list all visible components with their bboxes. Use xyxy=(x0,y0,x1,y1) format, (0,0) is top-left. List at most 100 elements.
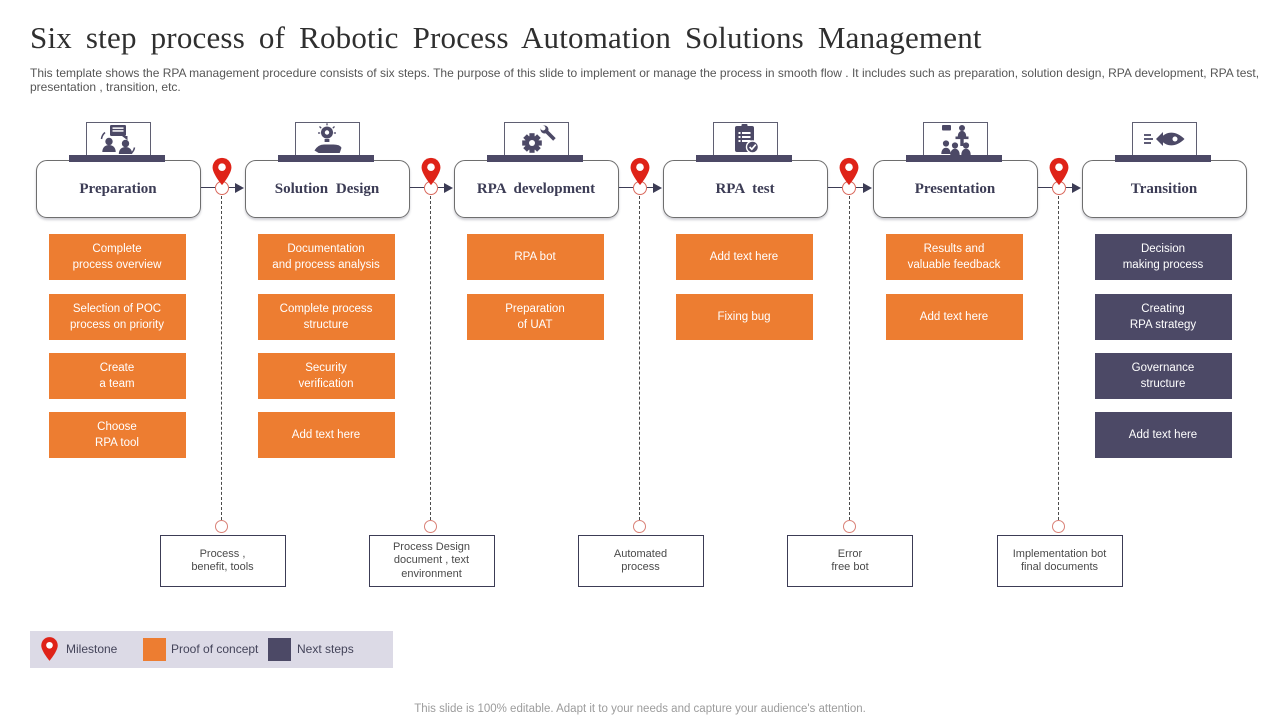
step-item-text: making process xyxy=(1122,259,1204,271)
step-header: Solution Design xyxy=(244,160,410,218)
connector-line xyxy=(1065,187,1073,188)
outcome-text: benefit, tools xyxy=(191,561,254,573)
step-item-text: Add text here xyxy=(1128,429,1198,441)
step-item-box: Add text here xyxy=(675,234,813,280)
step-item-box: Fixing bug xyxy=(675,294,813,340)
rocket-icon xyxy=(1141,126,1187,157)
connector-line xyxy=(1035,187,1052,188)
step-item-text: process on priority xyxy=(70,319,164,331)
connector-line xyxy=(228,187,236,188)
outcome-node xyxy=(1052,520,1065,533)
step-item-text: Security xyxy=(305,362,347,374)
step-item-text: Documentation xyxy=(287,243,365,255)
presentation-icon xyxy=(933,123,977,160)
step-header-bar xyxy=(1115,155,1211,162)
connector-line xyxy=(407,187,424,188)
step-item-text: Add text here xyxy=(291,429,361,441)
step-item-text: valuable feedback xyxy=(907,259,1001,271)
outcome-text: environment xyxy=(401,567,462,580)
connector-arrowhead xyxy=(1071,183,1081,193)
step-item-text: a team xyxy=(99,378,135,390)
step-item-text: Selection of POC xyxy=(72,303,162,315)
step-item-text: Governance xyxy=(1131,362,1195,374)
step-item-box: Add text here xyxy=(1094,412,1232,458)
step-header-label: RPA test xyxy=(715,180,775,197)
connector-line xyxy=(198,187,215,188)
connector-line xyxy=(825,187,842,188)
step-header-bar xyxy=(278,155,374,162)
step-header-bar xyxy=(696,155,792,162)
step-icon-box xyxy=(712,122,778,161)
slide-title: Six step process of Robotic Process Auto… xyxy=(30,20,982,55)
milestone-pin-icon xyxy=(420,157,442,186)
step-item-text: Complete xyxy=(92,243,142,255)
connector-arrowhead xyxy=(443,183,453,193)
outcome-node xyxy=(842,520,856,533)
outcome-text: Process , xyxy=(199,547,246,560)
outcome-text: Process Design xyxy=(392,540,471,553)
step-header-bar xyxy=(487,155,583,162)
outcome-text: final documents xyxy=(1020,561,1099,573)
step-item-text: process overview xyxy=(72,259,162,271)
step-item-text: Choose xyxy=(97,421,137,433)
connector-arrowhead xyxy=(234,183,244,193)
legend-label: Milestone xyxy=(66,642,118,656)
milestone-dashed-line xyxy=(1058,196,1059,520)
step-item-box: Add text here xyxy=(257,412,395,458)
step-header: Preparation xyxy=(35,160,201,218)
milestone-dashed-line xyxy=(848,196,850,520)
step-item-text: RPA strategy xyxy=(1129,319,1197,331)
legend-swatch-next_steps xyxy=(268,638,291,661)
step-header-label: Presentation xyxy=(914,180,996,197)
step-header: Presentation xyxy=(872,160,1038,218)
step-item-text: Fixing bug xyxy=(717,311,771,323)
milestone-pin-icon xyxy=(838,157,860,186)
slide-subtitle: This template shows the RPA management p… xyxy=(30,66,1260,94)
step-item-box: Add text here xyxy=(885,294,1023,340)
outcome-text: Error xyxy=(837,547,863,560)
step-item-text: Creating xyxy=(1141,303,1185,315)
legend-label: Next steps xyxy=(297,642,354,656)
idea-hand-icon xyxy=(306,123,348,160)
step-header: Transition xyxy=(1081,160,1247,218)
connector-line xyxy=(437,187,445,188)
step-item-text: RPA bot xyxy=(514,251,556,263)
outcome-text: process xyxy=(621,561,660,573)
step-header: RPA development xyxy=(453,160,619,218)
outcome-box: Process ,benefit, tools xyxy=(159,535,286,587)
connector-arrowhead xyxy=(862,183,872,193)
connector-line xyxy=(616,187,633,188)
step-item-box: Selection of POC process on priority xyxy=(48,294,186,340)
step-item-box: Complete process overview xyxy=(48,234,186,280)
milestone-dashed-line xyxy=(430,196,431,520)
gear-wrench-icon xyxy=(515,123,557,160)
connector-arrowhead xyxy=(652,183,662,193)
step-item-text: Add text here xyxy=(709,251,779,263)
step-header-label: Transition xyxy=(1130,180,1198,197)
step-header-bar xyxy=(906,155,1002,162)
step-header: RPA test xyxy=(662,160,828,218)
checklist-icon xyxy=(728,123,762,160)
connector-line xyxy=(856,187,864,188)
milestone-dashed-line xyxy=(221,196,222,520)
step-icon-box xyxy=(503,122,569,161)
outcome-node xyxy=(424,520,437,533)
milestone-pin-icon xyxy=(1048,157,1070,186)
outcome-node xyxy=(215,520,228,533)
outcome-text: document , text xyxy=(393,554,470,567)
step-icon-box xyxy=(85,122,151,161)
step-item-box: RPA bot xyxy=(466,234,604,280)
step-item-text: Decision xyxy=(1140,243,1186,255)
milestone-pin-icon xyxy=(629,157,651,186)
step-header-bar xyxy=(69,155,165,162)
step-header-label: Preparation xyxy=(79,180,157,197)
